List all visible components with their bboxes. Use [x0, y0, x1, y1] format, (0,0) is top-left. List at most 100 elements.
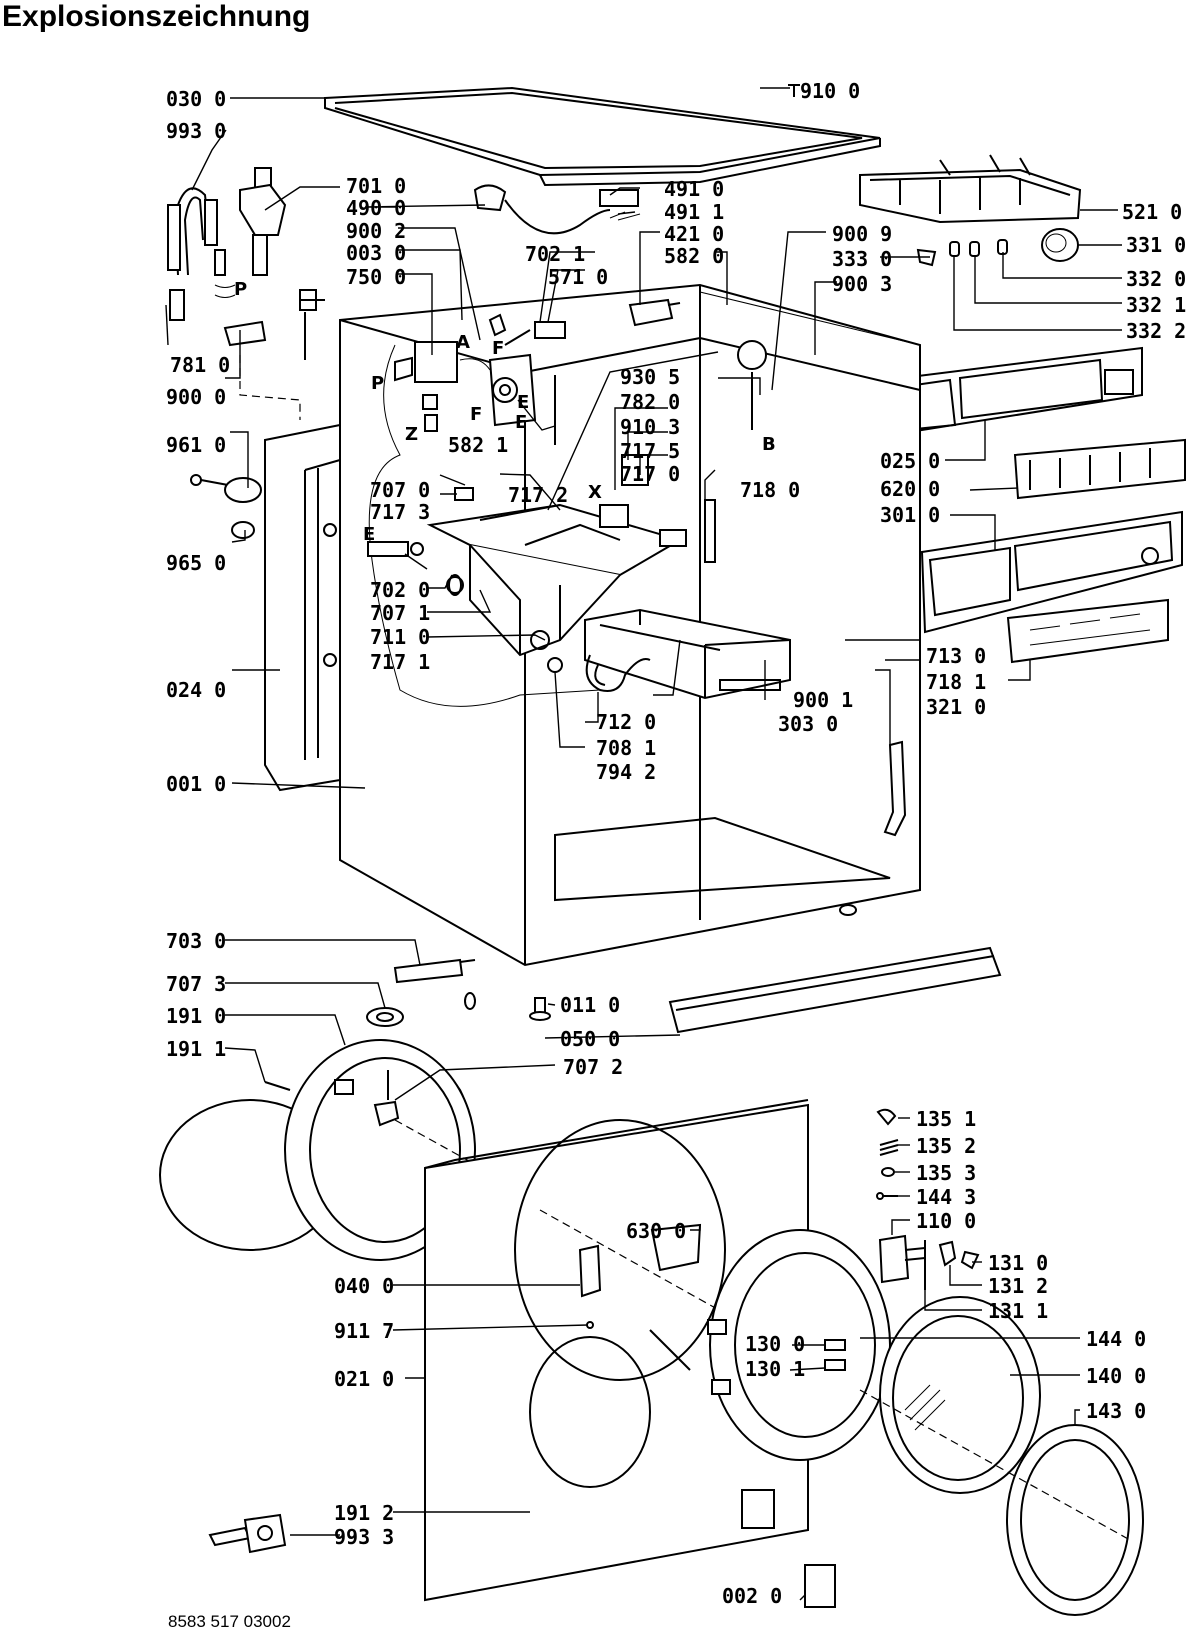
- label-321-0: 321 0: [926, 695, 986, 719]
- label-630-0: 630 0: [626, 1219, 686, 1243]
- letter-f-2: F: [470, 404, 482, 425]
- connection-letters: P P A Z F F E E E B X: [234, 279, 776, 545]
- inlet-valve-part: [239, 167, 287, 276]
- label-717-2: 717 2: [508, 483, 568, 507]
- part-number-labels: 030 0 993 0 701 0 490 0 900 2 003 0 750 …: [166, 79, 1186, 1608]
- group-outline: [368, 344, 601, 707]
- label-993-0: 993 0: [166, 119, 226, 143]
- label-717-0: 717 0: [620, 462, 680, 486]
- label-490-0: 490 0: [346, 196, 406, 220]
- label-900-2: 900 2: [346, 219, 406, 243]
- plinth-050-part: [668, 946, 1002, 1034]
- screw-011-icon: [529, 997, 551, 1021]
- label-491-1: 491 1: [664, 200, 724, 224]
- page-title: Explosionszeichnung: [2, 0, 311, 33]
- label-582-0: 582 0: [664, 244, 724, 268]
- label-571-0: 571 0: [548, 265, 608, 289]
- label-131-1: 131 1: [988, 1299, 1048, 1323]
- leader-lines: [165, 87, 1122, 1601]
- seal-707-3-part: [366, 1007, 404, 1027]
- label-025-0: 025 0: [880, 449, 940, 473]
- label-130-1: 130 1: [745, 1357, 805, 1381]
- label-011-0: 011 0: [560, 993, 620, 1017]
- label-332-1: 332 1: [1126, 293, 1186, 317]
- label-717-1: 717 1: [370, 650, 430, 674]
- label-001-0: 001 0: [166, 772, 226, 796]
- screw-910-icon: [788, 84, 800, 97]
- letter-z: Z: [405, 424, 418, 445]
- label-582-1: 582 1: [448, 433, 508, 457]
- caps-332-icons: [949, 239, 1008, 257]
- pressure-switch-750-part: [394, 341, 491, 432]
- label-713-0: 713 0: [926, 644, 986, 668]
- part-718-0: [659, 499, 716, 563]
- valve-702-1-part: [488, 313, 566, 346]
- label-703-0: 703 0: [166, 929, 226, 953]
- hinge-900-1-part: [883, 740, 907, 837]
- label-131-0: 131 0: [988, 1251, 1048, 1275]
- label-782-0: 782 0: [620, 390, 680, 414]
- rear-panel-024-part: [264, 423, 341, 792]
- label-strip-321-part: [1006, 598, 1169, 664]
- label-900-3: 900 3: [832, 272, 892, 296]
- label-521-0: 521 0: [1122, 200, 1182, 224]
- sensor-782-part: [737, 340, 767, 430]
- part-drawings: [159, 84, 1186, 1616]
- label-110-0: 110 0: [916, 1209, 976, 1233]
- label-620-0: 620 0: [880, 477, 940, 501]
- label-900-0: 900 0: [166, 385, 226, 409]
- letter-p-2: P: [371, 373, 384, 394]
- label-050-0: 050 0: [560, 1027, 620, 1051]
- letter-e-2: E: [515, 412, 527, 433]
- label-030-0: 030 0: [166, 87, 226, 111]
- letter-p-1: P: [234, 279, 247, 300]
- label-900-1: 900 1: [793, 688, 853, 712]
- label-002-0: 002 0: [722, 1584, 782, 1608]
- label-718-0: 718 0: [740, 478, 800, 502]
- label-718-1: 718 1: [926, 670, 986, 694]
- hoses-717-part: [454, 454, 649, 546]
- inlet-hose-part: [167, 187, 236, 321]
- knob-331-icon: [1041, 228, 1079, 262]
- letter-e-1: E: [517, 392, 529, 413]
- drawer-303-part: [584, 608, 791, 700]
- label-701-0: 701 0: [346, 174, 406, 198]
- label-911-7: 911 7: [334, 1319, 394, 1343]
- dispenser-housing-521-part: [859, 154, 1082, 224]
- label-131-2: 131 2: [988, 1274, 1048, 1298]
- letter-a: A: [456, 332, 470, 353]
- document-number: 8583 517 03002: [168, 1612, 291, 1631]
- label-707-0: 707 0: [370, 478, 430, 502]
- label-331-0: 331 0: [1126, 233, 1186, 257]
- label-135-1: 135 1: [916, 1107, 976, 1131]
- label-191-1: 191 1: [166, 1037, 226, 1061]
- label-130-0: 130 0: [745, 1332, 805, 1356]
- label-711-0: 711 0: [370, 625, 430, 649]
- label-024-0: 024 0: [166, 678, 226, 702]
- letter-f-1: F: [492, 338, 504, 359]
- letter-x: X: [588, 482, 602, 503]
- label-191-0: 191 0: [166, 1004, 226, 1028]
- hose-703-part: [393, 958, 476, 1010]
- label-707-1: 707 1: [370, 601, 430, 625]
- door-glass-140-part: [879, 1296, 1041, 1494]
- label-491-0: 491 0: [664, 177, 724, 201]
- label-717-5: 717 5: [620, 439, 680, 463]
- tool-993-3-part: [208, 1513, 287, 1554]
- label-333-0: 333 0: [832, 247, 892, 271]
- valve-582-1-part: [488, 353, 537, 427]
- label-143-0: 143 0: [1086, 1399, 1146, 1423]
- letter-e-3: E: [363, 524, 375, 545]
- label-191-2: 191 2: [334, 1501, 394, 1525]
- label-708-1: 708 1: [596, 736, 656, 760]
- label-421-0: 421 0: [664, 222, 724, 246]
- mains-cable-part: [473, 184, 641, 235]
- hose-bracket-part: [223, 289, 325, 420]
- label-303-0: 303 0: [778, 712, 838, 736]
- label-900-9: 900 9: [832, 222, 892, 246]
- filter-961-part: [190, 474, 262, 539]
- label-702-1: 702 1: [525, 242, 585, 266]
- label-750-0: 750 0: [346, 265, 406, 289]
- label-961-0: 961 0: [166, 433, 226, 457]
